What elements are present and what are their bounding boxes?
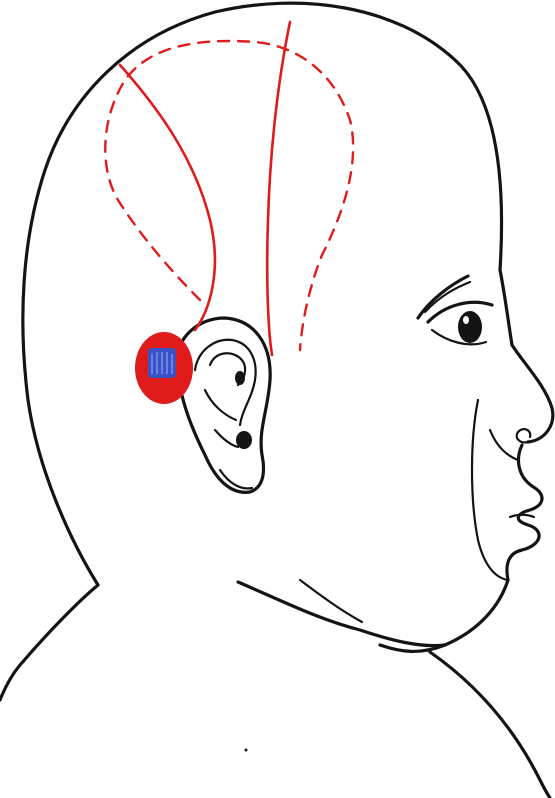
neck-crease bbox=[300, 580, 362, 622]
lips-outline bbox=[507, 445, 542, 580]
shoulder-line bbox=[0, 585, 98, 700]
pupil bbox=[458, 311, 482, 343]
flap-outline-dashed bbox=[105, 41, 353, 350]
incision-line-anterior bbox=[267, 22, 290, 355]
neck-fold bbox=[238, 582, 445, 646]
ear-tragus bbox=[215, 430, 238, 447]
ear-helix bbox=[178, 318, 270, 492]
ear-canal bbox=[236, 431, 252, 449]
nose-outline bbox=[512, 345, 553, 442]
implant-receiver-icon bbox=[135, 332, 193, 404]
mouth-line bbox=[510, 515, 534, 517]
speck bbox=[245, 749, 248, 752]
eye-highlight bbox=[463, 316, 469, 324]
chest-outline bbox=[430, 652, 550, 798]
ear-crus bbox=[205, 390, 236, 420]
cheek-contour bbox=[472, 400, 508, 580]
nasolabial-fold bbox=[490, 430, 518, 460]
forehead-line bbox=[500, 270, 512, 345]
ear-concha-shadow bbox=[235, 371, 245, 385]
head-outline bbox=[23, 3, 502, 585]
incision-line-posterior bbox=[120, 65, 215, 330]
